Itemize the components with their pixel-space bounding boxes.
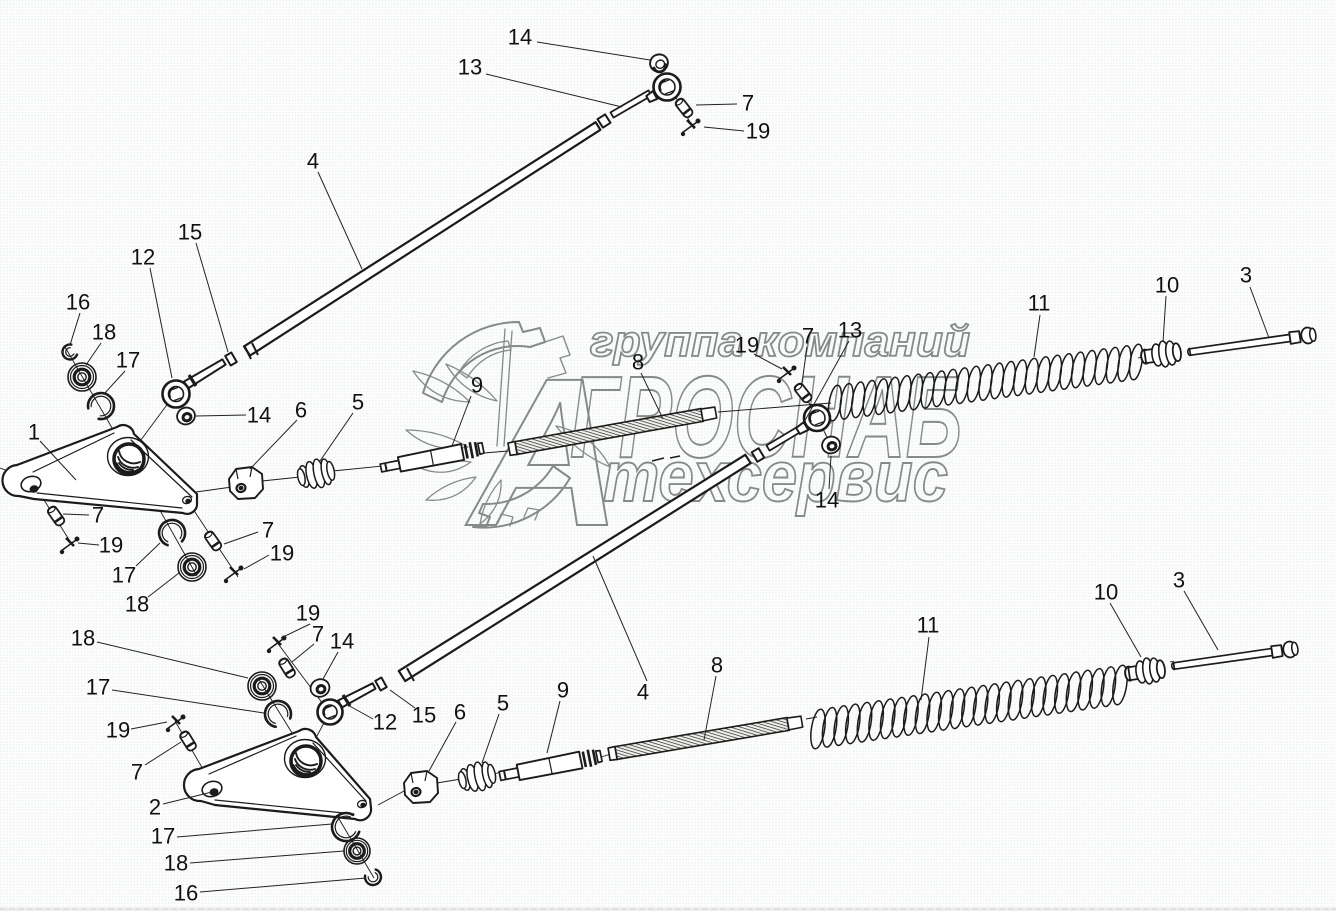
svg-text:7: 7 — [262, 518, 274, 543]
svg-text:5: 5 — [352, 390, 364, 415]
svg-text:13: 13 — [838, 318, 862, 343]
svg-text:19: 19 — [99, 533, 123, 558]
svg-text:17: 17 — [112, 563, 136, 588]
svg-text:7: 7 — [312, 622, 324, 647]
svg-text:16: 16 — [66, 290, 90, 315]
svg-text:А: А — [465, 334, 622, 570]
svg-text:12: 12 — [131, 245, 155, 270]
svg-text:9: 9 — [557, 678, 569, 703]
svg-text:13: 13 — [458, 55, 482, 80]
svg-text:9: 9 — [471, 373, 483, 398]
svg-text:техсервис: техсервис — [603, 438, 948, 517]
svg-text:17: 17 — [86, 675, 110, 700]
svg-text:группа компаний: группа компаний — [590, 317, 970, 366]
svg-text:14: 14 — [815, 488, 839, 513]
svg-text:7: 7 — [131, 760, 143, 785]
svg-text:18: 18 — [92, 320, 116, 345]
svg-text:18: 18 — [164, 851, 188, 876]
svg-text:19: 19 — [746, 119, 770, 144]
svg-text:16: 16 — [174, 881, 198, 906]
svg-text:11: 11 — [1028, 291, 1051, 316]
svg-text:15: 15 — [412, 703, 436, 728]
svg-text:17: 17 — [116, 348, 140, 373]
svg-text:ГРОСНАБ: ГРОСНАБ — [570, 352, 962, 482]
svg-text:19: 19 — [106, 718, 130, 743]
svg-text:15: 15 — [178, 220, 202, 245]
svg-text:7: 7 — [92, 503, 104, 528]
svg-text:10: 10 — [1155, 273, 1179, 298]
svg-text:11: 11 — [917, 613, 940, 638]
svg-text:17: 17 — [151, 824, 175, 849]
svg-text:19: 19 — [270, 541, 294, 566]
svg-text:4: 4 — [307, 149, 319, 174]
svg-text:1: 1 — [28, 420, 40, 445]
svg-text:3: 3 — [1240, 263, 1252, 288]
svg-text:10: 10 — [1094, 580, 1118, 605]
svg-text:8: 8 — [711, 653, 723, 678]
svg-text:6: 6 — [454, 700, 466, 725]
svg-text:19: 19 — [735, 333, 759, 358]
svg-text:14: 14 — [508, 25, 532, 50]
svg-text:19: 19 — [296, 601, 320, 626]
svg-text:3: 3 — [1173, 568, 1185, 593]
svg-text:2: 2 — [149, 795, 161, 820]
svg-text:14: 14 — [247, 403, 271, 428]
svg-text:8: 8 — [632, 350, 644, 375]
svg-text:4: 4 — [637, 680, 649, 705]
svg-text:7: 7 — [802, 324, 814, 349]
svg-text:6: 6 — [295, 398, 307, 423]
svg-text:7: 7 — [742, 91, 754, 116]
svg-text:14: 14 — [330, 629, 354, 654]
svg-text:12: 12 — [373, 710, 397, 735]
svg-text:18: 18 — [71, 626, 95, 651]
svg-text:5: 5 — [497, 691, 509, 716]
svg-text:18: 18 — [125, 592, 149, 617]
